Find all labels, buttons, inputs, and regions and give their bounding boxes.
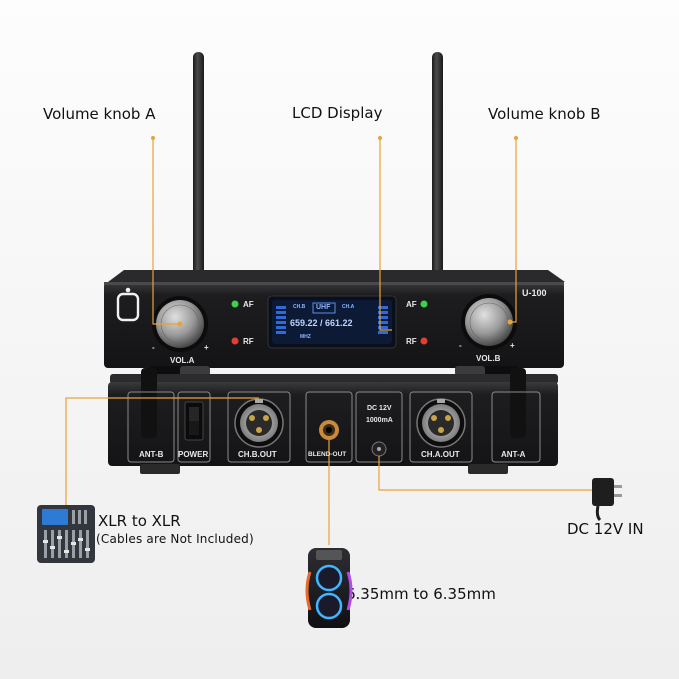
callout-xlr-note: (Cables are Not Included) (96, 532, 254, 546)
volume-knob-b[interactable] (461, 294, 517, 350)
vol-a-plus: + (204, 343, 209, 352)
antenna-right (428, 52, 447, 286)
ant-a-label: ANT-A (501, 450, 526, 459)
brand-logo-icon (116, 287, 140, 322)
dc-rating-line2: 1000mA (366, 417, 393, 424)
callout-dc-in: DC 12V IN (567, 520, 644, 538)
rf-label-right: RF (406, 337, 417, 346)
vol-a-label: VOL.A (170, 356, 195, 365)
rf-label-left: RF (243, 337, 254, 346)
power-adapter-icon (592, 478, 622, 522)
callout-lcd-display: LCD Display (292, 104, 383, 122)
ant-b-label: ANT-B (139, 450, 164, 459)
antenna-stub-b (141, 368, 157, 438)
xlr-output-a[interactable] (416, 398, 466, 448)
af-led-left (231, 300, 239, 308)
ch-a-out-label: CH.A.OUT (421, 450, 460, 459)
vol-b-minus: - (459, 341, 462, 350)
callout-volume-knob-b: Volume knob B (488, 105, 601, 123)
lcd-display (267, 295, 397, 349)
lcd-ch-left: CH.B (293, 304, 306, 310)
callout-xlr-to-xlr: XLR to XLR (98, 512, 181, 530)
dc-rating-line1: DC 12V (367, 405, 392, 412)
xlr-output-b[interactable] (234, 398, 284, 448)
vol-b-plus: + (510, 341, 515, 350)
af-led-right (420, 300, 428, 308)
af-label-left: AF (243, 300, 254, 309)
rf-led-left (231, 337, 239, 345)
antenna-left (189, 52, 208, 286)
blend-out-label: BLEND-OUT (308, 451, 347, 458)
model-label: U-100 (522, 288, 547, 298)
ch-b-out-label: CH.B.OUT (238, 450, 277, 459)
antenna-stub-a (510, 368, 526, 438)
power-label: POWER (178, 450, 209, 459)
lcd-frequency: 659.22 / 661.22 (290, 318, 353, 328)
af-label-right: AF (406, 300, 417, 309)
blend-out-jack[interactable] (319, 420, 339, 440)
vol-b-label: VOL.B (476, 354, 501, 363)
party-speaker-icon (305, 548, 353, 628)
vol-a-minus: - (152, 343, 155, 352)
dc-jack[interactable] (371, 441, 387, 457)
callout-volume-knob-a: Volume knob A (43, 105, 156, 123)
lcd-band: UHF (316, 304, 331, 311)
audio-mixer-icon (37, 505, 95, 563)
lcd-ch-right: CH.A (342, 304, 355, 310)
lcd-units: MHZ (300, 334, 311, 340)
rf-led-right (420, 337, 428, 345)
power-switch[interactable] (184, 401, 204, 441)
callout-jack: 6.35mm to 6.35mm (346, 585, 496, 603)
